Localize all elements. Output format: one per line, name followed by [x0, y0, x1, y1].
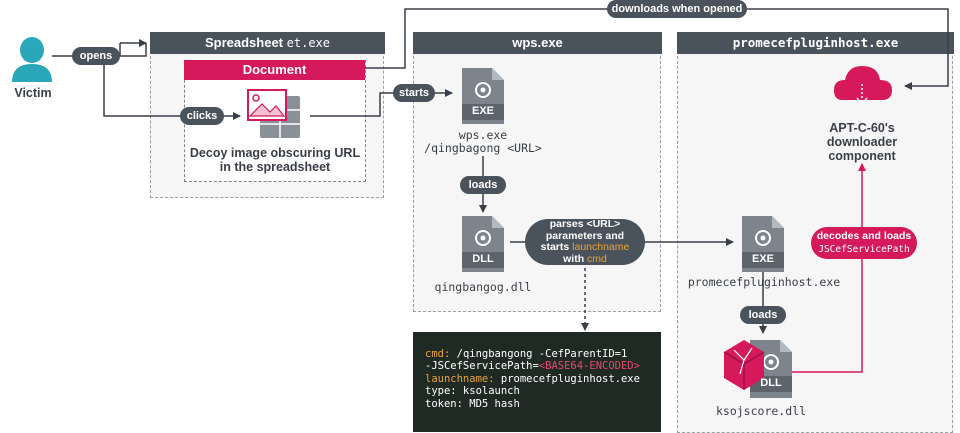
cloud-download-icon	[834, 66, 892, 106]
code-block: cmd: /qingbangong -CefParentID=1 -JSCefS…	[413, 332, 661, 432]
decoy-image-icon	[247, 89, 300, 138]
parses-cmd: cmd	[587, 252, 607, 265]
downloader-line3: component	[828, 149, 896, 163]
downloader-line2: downloader	[826, 135, 898, 149]
code-cmd-val: /qingbangong -CefParentID=1	[456, 348, 628, 360]
decodes-connector	[792, 163, 866, 373]
parses-line4: with	[563, 252, 585, 265]
parses-bubble: parses <URL> parameters and starts launc…	[525, 218, 645, 265]
qingbangog-dll-label: qingbangog.dll	[434, 280, 532, 294]
ksojscore-dll-label: ksojscore.dll	[715, 404, 806, 418]
starts-pill: starts	[393, 84, 435, 102]
spreadsheet-panel-header: Spreadsheet et.exe	[150, 32, 385, 54]
parses-line2: parameters and	[545, 229, 625, 242]
host-exe-label: promecefpluginhost.exe	[687, 275, 841, 289]
opens-pill: opens	[72, 47, 120, 65]
decodes-line1: decodes and loads	[816, 230, 912, 242]
spreadsheet-title-exe: et.exe	[286, 36, 331, 50]
parses-line1: parses <URL>	[549, 218, 621, 230]
loads-pill-2: loads	[740, 306, 786, 324]
victim-label: Victim	[14, 86, 52, 100]
malware-cube-icon	[723, 340, 765, 390]
parses-launchname: launchname	[572, 241, 630, 253]
wps-exe-args: /qingbagong <URL>	[424, 141, 542, 155]
wps-exe-file-icon	[462, 68, 504, 124]
decodes-bubble: decodes and loads JSCefServicePath	[811, 227, 917, 259]
host-panel-header: promecefpluginhost.exe	[677, 32, 954, 54]
host-exe-badge: EXE	[751, 253, 774, 265]
wps-panel-header: wps.exe	[413, 32, 662, 54]
document-header: Document	[184, 60, 365, 80]
clicks-pill: clicks	[180, 107, 224, 125]
downloads-pill: downloads when opened	[607, 0, 747, 18]
diagram-canvas	[12, 8, 949, 398]
clicks-connector	[103, 56, 241, 120]
host-exe-file-icon	[742, 216, 784, 272]
decodes-line2: JSCefServicePath	[818, 244, 910, 255]
parses-line3: starts	[540, 241, 570, 253]
loads-pill-1: loads	[460, 176, 506, 194]
document-caption-line2: in the spreadsheet	[219, 160, 331, 174]
code-cmd-key: cmd:	[425, 348, 451, 360]
code-launch-val: promecefpluginhost.exe	[500, 372, 640, 385]
dll1-badge: DLL	[472, 253, 494, 265]
spreadsheet-title: Spreadsheet	[204, 35, 284, 50]
code-launch-key: launchname:	[425, 372, 495, 385]
wps-title: wps.exe	[512, 35, 563, 50]
code-path-val: -JSCefServicePath=	[425, 360, 539, 373]
host-title: promecefpluginhost.exe	[732, 35, 899, 50]
qingbangog-dll-file-icon	[462, 216, 504, 272]
downloader-line1: APT-C-60's	[829, 121, 895, 135]
victim-icon	[12, 37, 52, 82]
document-caption-line1: Decoy image obscuring URL	[189, 146, 361, 160]
dll2-badge: DLL	[760, 377, 782, 389]
code-token: token: MD5 hash	[425, 397, 520, 410]
code-path-hl: <BASE64-ENCODED>	[538, 360, 640, 373]
wps-exe-label: wps.exe	[458, 128, 508, 142]
wps-exe-badge: EXE	[471, 105, 494, 117]
code-type: type: ksolaunch	[425, 385, 520, 398]
